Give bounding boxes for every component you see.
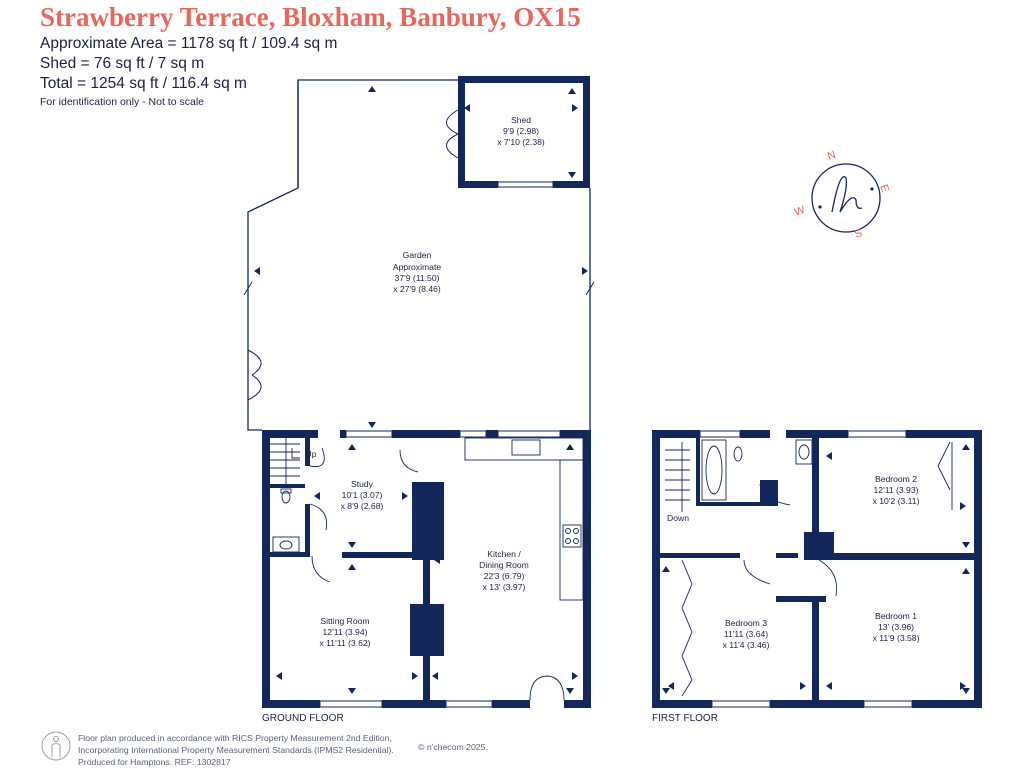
first-floor-label: FIRST FLOOR bbox=[652, 713, 718, 724]
bedroom3-dim-1: 11'11 (3.64) bbox=[724, 629, 768, 639]
sitting-room-dim-1: 12'11 (3.94) bbox=[323, 627, 368, 637]
shed-walls bbox=[458, 76, 590, 188]
first-floor-fittings bbox=[665, 439, 953, 697]
bedroom2-label: Bedroom 2 bbox=[875, 474, 917, 484]
garden-window-marks bbox=[243, 281, 595, 296]
logo-h-icon bbox=[831, 176, 863, 213]
footer-rics-line-1: Floor plan produced in accordance with R… bbox=[78, 733, 392, 743]
kitchen-dim-2: x 13' (3.97) bbox=[483, 582, 526, 592]
copyright: © n'checom 2025. bbox=[418, 742, 488, 752]
bedroom3-label: Bedroom 3 bbox=[725, 618, 767, 628]
shed-window bbox=[497, 181, 554, 188]
measurement-arrows bbox=[254, 86, 970, 694]
total-area: Total = 1254 sq ft / 116.4 sq m bbox=[40, 75, 247, 92]
garden-approx: Approximate bbox=[393, 262, 441, 272]
compass-logo: N E S W bbox=[793, 149, 891, 241]
compass-e: E bbox=[877, 183, 891, 194]
compass-s: S bbox=[853, 227, 864, 241]
footer-rics-line-2: Incorporating International Property Mea… bbox=[78, 745, 394, 755]
study-dim-1: 10'1 (3.07) bbox=[342, 490, 383, 500]
bedroom1-dim-1: 13' (3.96) bbox=[878, 622, 914, 632]
bedroom1-dim-2: x 11'9 (3.58) bbox=[873, 633, 920, 643]
study-dim-2: x 8'9 (2.68) bbox=[341, 501, 384, 511]
garden-dim-2: x 27'9 (8.46) bbox=[393, 284, 441, 294]
compass-w: W bbox=[793, 204, 807, 219]
approximate-area: Approximate Area = 1178 sq ft / 109.4 sq… bbox=[40, 35, 338, 52]
sitting-room-dim-2: x 11'11 (3.62) bbox=[319, 638, 370, 648]
stairs-up-label: Up bbox=[306, 449, 317, 459]
kitchen-label-2: Dining Room bbox=[479, 560, 529, 570]
bedroom3-dim-2: x 11'4 (3.46) bbox=[723, 640, 770, 650]
bedroom2-dim-1: 12'11 (3.93) bbox=[874, 485, 919, 495]
bedroom1-label: Bedroom 1 bbox=[875, 611, 917, 621]
ground-floor-walls bbox=[262, 430, 591, 708]
shed-dim-2: x 7'10 (2.38) bbox=[497, 137, 545, 147]
kitchen-dim-1: 22'3 (6.79) bbox=[484, 571, 525, 581]
garden-outline bbox=[247, 79, 591, 431]
disclaimer: For identification only - Not to scale bbox=[40, 96, 204, 108]
shed-dim-1: 9'9 (2.98) bbox=[503, 126, 539, 136]
ground-floor-label: GROUND FLOOR bbox=[262, 713, 344, 724]
stairs-down-label: Down bbox=[667, 513, 689, 523]
property-title: Strawberry Terrace, Bloxham, Banbury, OX… bbox=[40, 2, 581, 32]
first-floor-walls bbox=[652, 430, 982, 708]
ground-floor-fittings bbox=[270, 437, 584, 701]
shed-area: Shed = 76 sq ft / 7 sq m bbox=[40, 55, 205, 72]
sitting-room-label: Sitting Room bbox=[320, 616, 369, 626]
shed-label: Shed bbox=[511, 115, 531, 125]
kitchen-label: Kitchen / bbox=[487, 549, 521, 559]
study-label: Study bbox=[351, 479, 374, 489]
garden-dim-1: 37'9 (11.50) bbox=[395, 273, 440, 283]
garden-label: Garden bbox=[403, 250, 432, 260]
first-floor-windows bbox=[699, 430, 913, 708]
garden-door bbox=[247, 349, 262, 401]
footer-reference: Produced for Hamptons. REF: 1302817 bbox=[78, 757, 231, 767]
ground-floor-windows bbox=[319, 430, 561, 708]
compass-n: N bbox=[826, 149, 838, 163]
bedroom2-dim-2: x 10'2 (3.11) bbox=[873, 496, 920, 506]
shed-door bbox=[446, 109, 459, 159]
rics-person-icon bbox=[41, 731, 71, 761]
